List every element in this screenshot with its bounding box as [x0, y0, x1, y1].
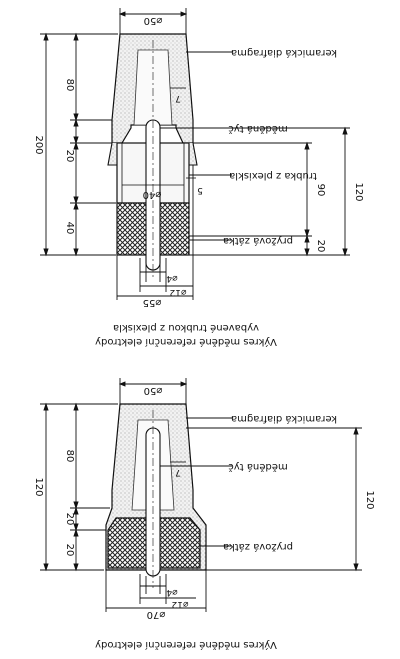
- bottom-callout-rod: měděná tyč: [228, 461, 287, 473]
- bottom-caption-line1: Výkres měděné referenční elektrody: [95, 639, 277, 651]
- bottom-top-width-label: ⌀50: [144, 385, 163, 396]
- bottom-right-total-label: 120: [364, 490, 375, 509]
- bottom-wall-label: 7: [175, 467, 181, 477]
- bottom-rod-width-label: ⌀4: [166, 587, 177, 597]
- bottom-outer-width-label: ⌀70: [147, 609, 166, 620]
- bottom-width-label: ⌀12: [170, 287, 187, 297]
- upper-height-label: 80: [64, 79, 75, 92]
- top-width-dimension: [118, 8, 188, 34]
- bottom-width-dimensions: [116, 165, 194, 300]
- callout-rod: měděná tyč: [228, 123, 287, 135]
- bottom-top-width-dimension: [118, 378, 188, 404]
- top-width-label: ⌀50: [144, 15, 163, 26]
- bottom-leader-lines: [160, 417, 362, 572]
- bottom-width-dimension-lines: [105, 570, 207, 612]
- bottom-bottom-width-label: ⌀12: [172, 599, 189, 609]
- left-dimension-lines: [40, 32, 118, 257]
- bottom-total-height-label: 120: [33, 477, 44, 496]
- diaphragm-cavity: [133, 49, 173, 126]
- right-total-label: 120: [353, 182, 364, 201]
- bottom-left-dimension-lines: [40, 402, 118, 572]
- top-caption-line2: vybavené trubkou z plexiskla: [113, 322, 259, 334]
- top-caption-line1: Výkres měděné referenční elektrody: [95, 336, 277, 348]
- bottom-electrode-drawing: ⌀50 120 80 20 20 7: [33, 378, 375, 651]
- callout-diaphragm: keramická diafragma: [231, 47, 337, 59]
- callout-plug: pryžová zátka: [223, 235, 293, 247]
- rod-width-label: ⌀4: [166, 273, 177, 283]
- inner-width-label: ⌀40: [143, 189, 162, 200]
- outer-width-label: ⌀55: [143, 297, 162, 308]
- total-height-label: 200: [33, 135, 44, 154]
- bottom-callout-plug: pryžová zátka: [223, 541, 293, 553]
- bottom-callout-diaphragm: keramická diafragma: [231, 413, 337, 425]
- wall-label: 7: [175, 93, 181, 103]
- tube-wall-label: 5: [197, 185, 203, 195]
- bottom-lower-height-label: 20: [64, 544, 75, 557]
- callout-tube: trubka z plexiskla: [229, 170, 317, 181]
- lower-height-label: 40: [64, 222, 75, 235]
- top-leader-lines: [160, 51, 350, 257]
- bottom-collar-height-label: 20: [64, 513, 75, 526]
- top-electrode-drawing: ⌀50 200 80 20 40: [33, 8, 364, 348]
- collar-height-label: 20: [64, 150, 75, 163]
- bottom-upper-height-label: 80: [64, 450, 75, 463]
- right-mid-label: 90: [315, 184, 326, 197]
- right-low-label: 20: [315, 240, 326, 253]
- wall-markers: [170, 87, 196, 179]
